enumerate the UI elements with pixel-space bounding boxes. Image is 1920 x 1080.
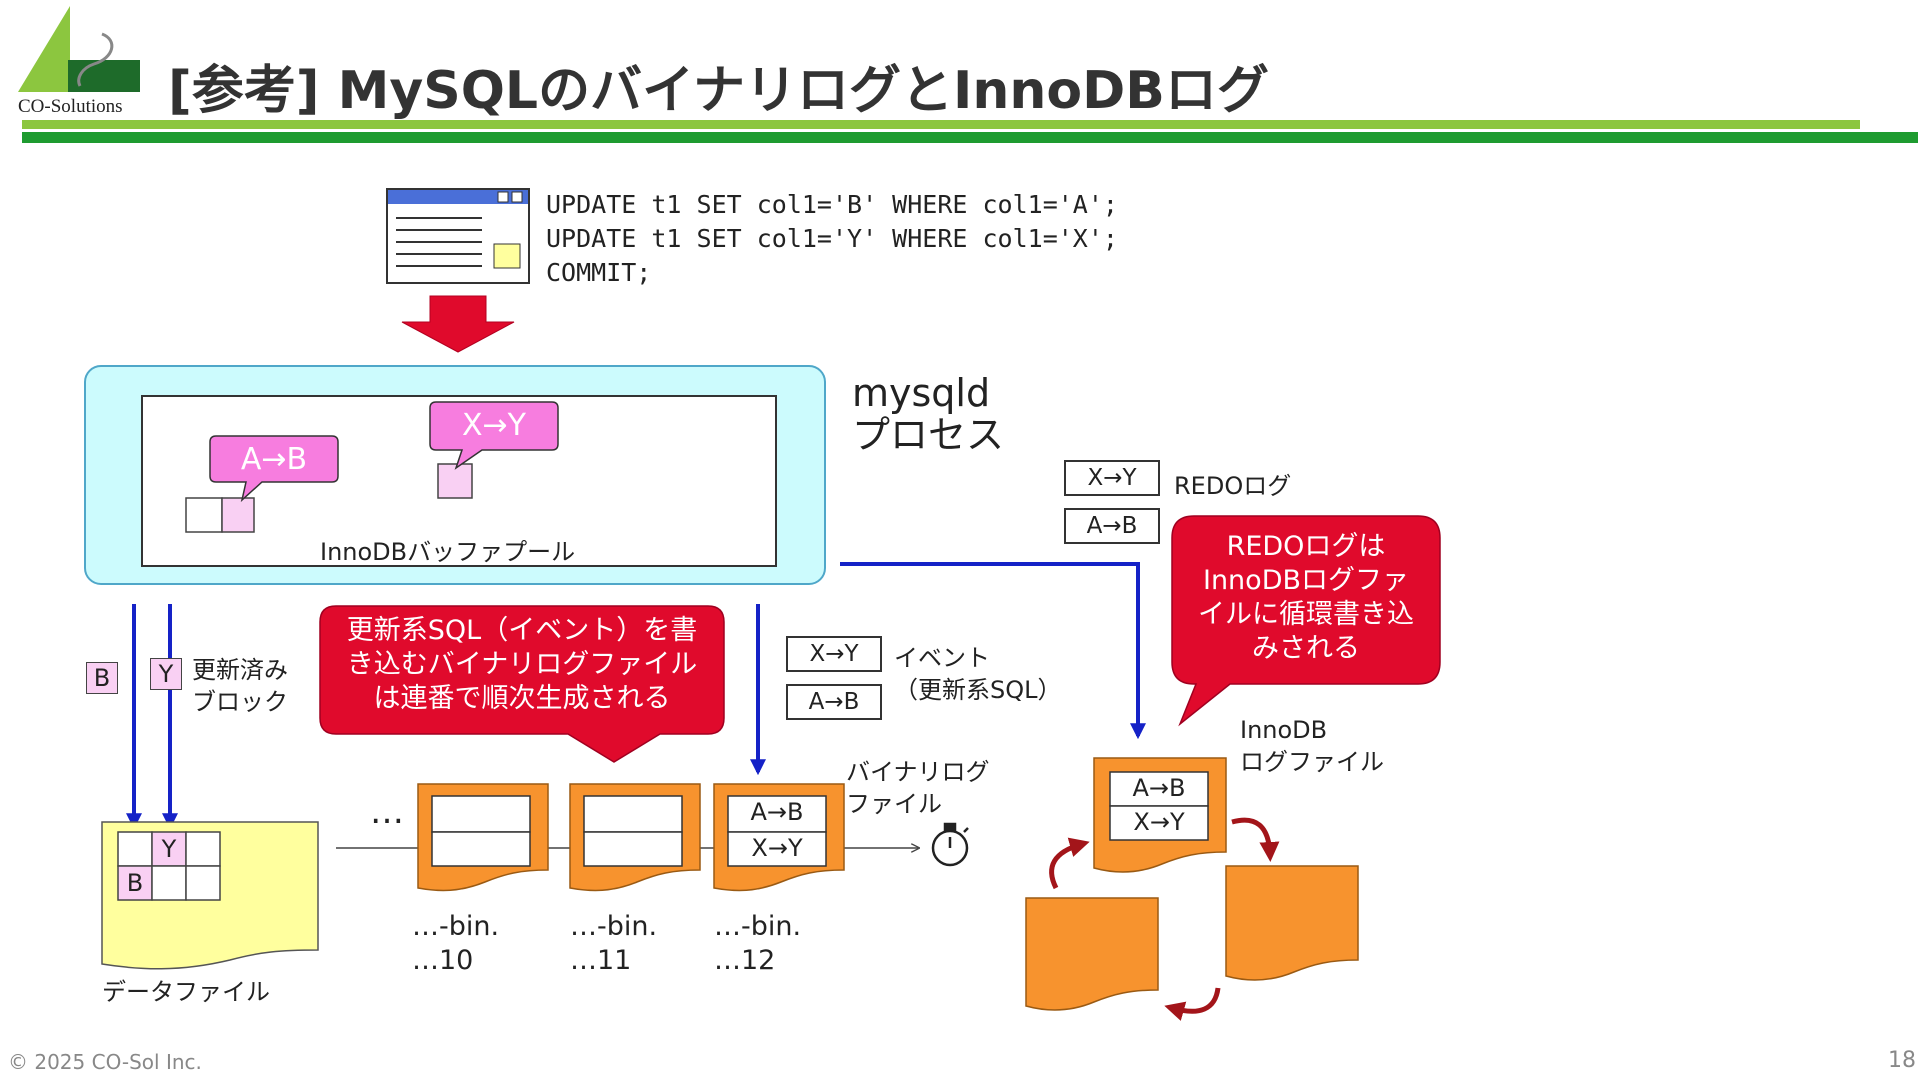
bubble-ab-text: A→B bbox=[240, 442, 308, 477]
redo-callout-text: REDOログは InnoDBログファ イルに循環書き込 みされる bbox=[1172, 530, 1440, 666]
title-underline-light bbox=[22, 120, 1860, 129]
innodb-logfile-xy: X→Y bbox=[1133, 808, 1185, 836]
events-label-line1: イベント bbox=[894, 644, 990, 672]
binlog-ellipsis: … bbox=[370, 792, 404, 832]
redo-callout-shape bbox=[1171, 515, 1441, 727]
cycle-arrow-left bbox=[1049, 837, 1090, 890]
binlog-file-11-name-line2: …11 bbox=[570, 945, 632, 976]
innodb-logfile-label: InnoDB ログファイル bbox=[1240, 714, 1384, 778]
binlog-file-12-ab: A→B bbox=[750, 798, 804, 826]
innodb-logfile-right bbox=[1225, 865, 1359, 981]
event-ab-box: A→B bbox=[786, 684, 882, 720]
sql-line-1: UPDATE t1 SET col1='B' WHERE col1='A'; bbox=[546, 190, 1118, 219]
cycle-arrow-bottom bbox=[1164, 987, 1221, 1021]
datafile-cell-y: Y bbox=[161, 835, 177, 863]
stopwatch-icon bbox=[931, 822, 969, 867]
binlog-files-label-line2: ファイル bbox=[846, 790, 942, 818]
redo-callout-line1: REDOログは bbox=[1226, 531, 1386, 562]
binlog-files-label-line1: バイナリログ bbox=[846, 758, 990, 786]
data-file-label: データファイル bbox=[102, 978, 270, 1006]
footer-copyright: © 2025 CO-Sol Inc. bbox=[8, 1050, 202, 1074]
buffer-pool-label: InnoDBバッファプール bbox=[320, 538, 576, 566]
events-label-line2: （更新系SQL） bbox=[894, 676, 1062, 704]
binlog-files-label: バイナリログ ファイル bbox=[846, 756, 990, 820]
binlog-file-10-name-line1: …-bin. bbox=[412, 911, 500, 942]
sql-line-2: UPDATE t1 SET col1='Y' WHERE col1='X'; bbox=[546, 224, 1118, 253]
redo-callout-line4: みされる bbox=[1252, 633, 1360, 664]
binlog-file-10-name-line2: …10 bbox=[412, 945, 474, 976]
datafile-cell-b: B bbox=[126, 869, 144, 897]
bubble-xy bbox=[429, 401, 559, 470]
page-title: [参考] MySQLのバイナリログとInnoDBログ bbox=[168, 61, 1269, 121]
binlog-callout-line2: き込むバイナリログファイル bbox=[346, 649, 698, 680]
binlog-callout-line3: は連番で順次生成される bbox=[373, 683, 671, 714]
redo-callout-line2: InnoDBログファ bbox=[1202, 565, 1410, 596]
binlog-file-11-name: …-bin. …11 bbox=[570, 910, 657, 978]
updated-blocks-label-line2: ブロック bbox=[192, 688, 288, 716]
innodb-logfile-left bbox=[1025, 897, 1159, 1011]
title-underline-dark bbox=[22, 132, 1918, 143]
binlog-callout-text: 更新系SQL（イベント）を書 き込むバイナリログファイル は連番で順次生成される bbox=[320, 614, 724, 716]
red-down-arrow bbox=[401, 295, 515, 353]
mysqld-label-line1: mysqld bbox=[852, 371, 991, 415]
sql-client-window-icon bbox=[386, 188, 530, 284]
updated-blocks-label-line1: 更新済み bbox=[192, 656, 288, 684]
binlog-file-10-name: …-bin. …10 bbox=[412, 910, 499, 978]
binlog-file-12-xy: X→Y bbox=[751, 834, 803, 862]
updated-block-b: B bbox=[86, 662, 118, 694]
arrow-to-innodb-log bbox=[840, 562, 1146, 740]
mysqld-label-line2: プロセス bbox=[852, 413, 1005, 457]
svg-text:CO-Solutions: CO-Solutions bbox=[18, 96, 123, 117]
cycle-arrow-right bbox=[1231, 817, 1280, 862]
updated-blocks-label: 更新済み ブロック bbox=[192, 654, 288, 718]
mysqld-label: mysqld プロセス bbox=[852, 372, 1004, 456]
binlog-file-12-name: …-bin. …12 bbox=[714, 910, 801, 978]
innodb-logfile-label-line2: ログファイル bbox=[1240, 748, 1384, 776]
redo-xy-box: X→Y bbox=[1064, 460, 1160, 496]
redo-label: REDOログ bbox=[1174, 472, 1292, 500]
events-label: イベント （更新系SQL） bbox=[894, 642, 1062, 706]
redo-ab-box: A→B bbox=[1064, 508, 1160, 544]
binlog-file-12-name-line2: …12 bbox=[714, 945, 776, 976]
innodb-logfile-ab: A→B bbox=[1132, 774, 1186, 802]
sql-line-3: COMMIT; bbox=[546, 258, 652, 287]
updated-block-y: Y bbox=[150, 658, 182, 690]
bubble-xy-text: X→Y bbox=[461, 408, 526, 443]
page-number: 18 bbox=[1888, 1048, 1916, 1073]
bubble-ab bbox=[209, 435, 339, 503]
innodb-logfile-label-line1: InnoDB bbox=[1240, 716, 1328, 744]
redo-callout-line3: イルに循環書き込 bbox=[1198, 599, 1414, 630]
binlog-callout-line1: 更新系SQL（イベント）を書 bbox=[346, 615, 698, 646]
sql-statements: UPDATE t1 SET col1='B' WHERE col1='A'; U… bbox=[546, 188, 1118, 290]
event-xy-box: X→Y bbox=[786, 636, 882, 672]
company-logo: CO-Solutions bbox=[10, 6, 140, 118]
binlog-file-12-name-line1: …-bin. bbox=[714, 911, 802, 942]
binlog-file-11-name-line1: …-bin. bbox=[570, 911, 658, 942]
binlog-callout-shape bbox=[319, 605, 725, 763]
